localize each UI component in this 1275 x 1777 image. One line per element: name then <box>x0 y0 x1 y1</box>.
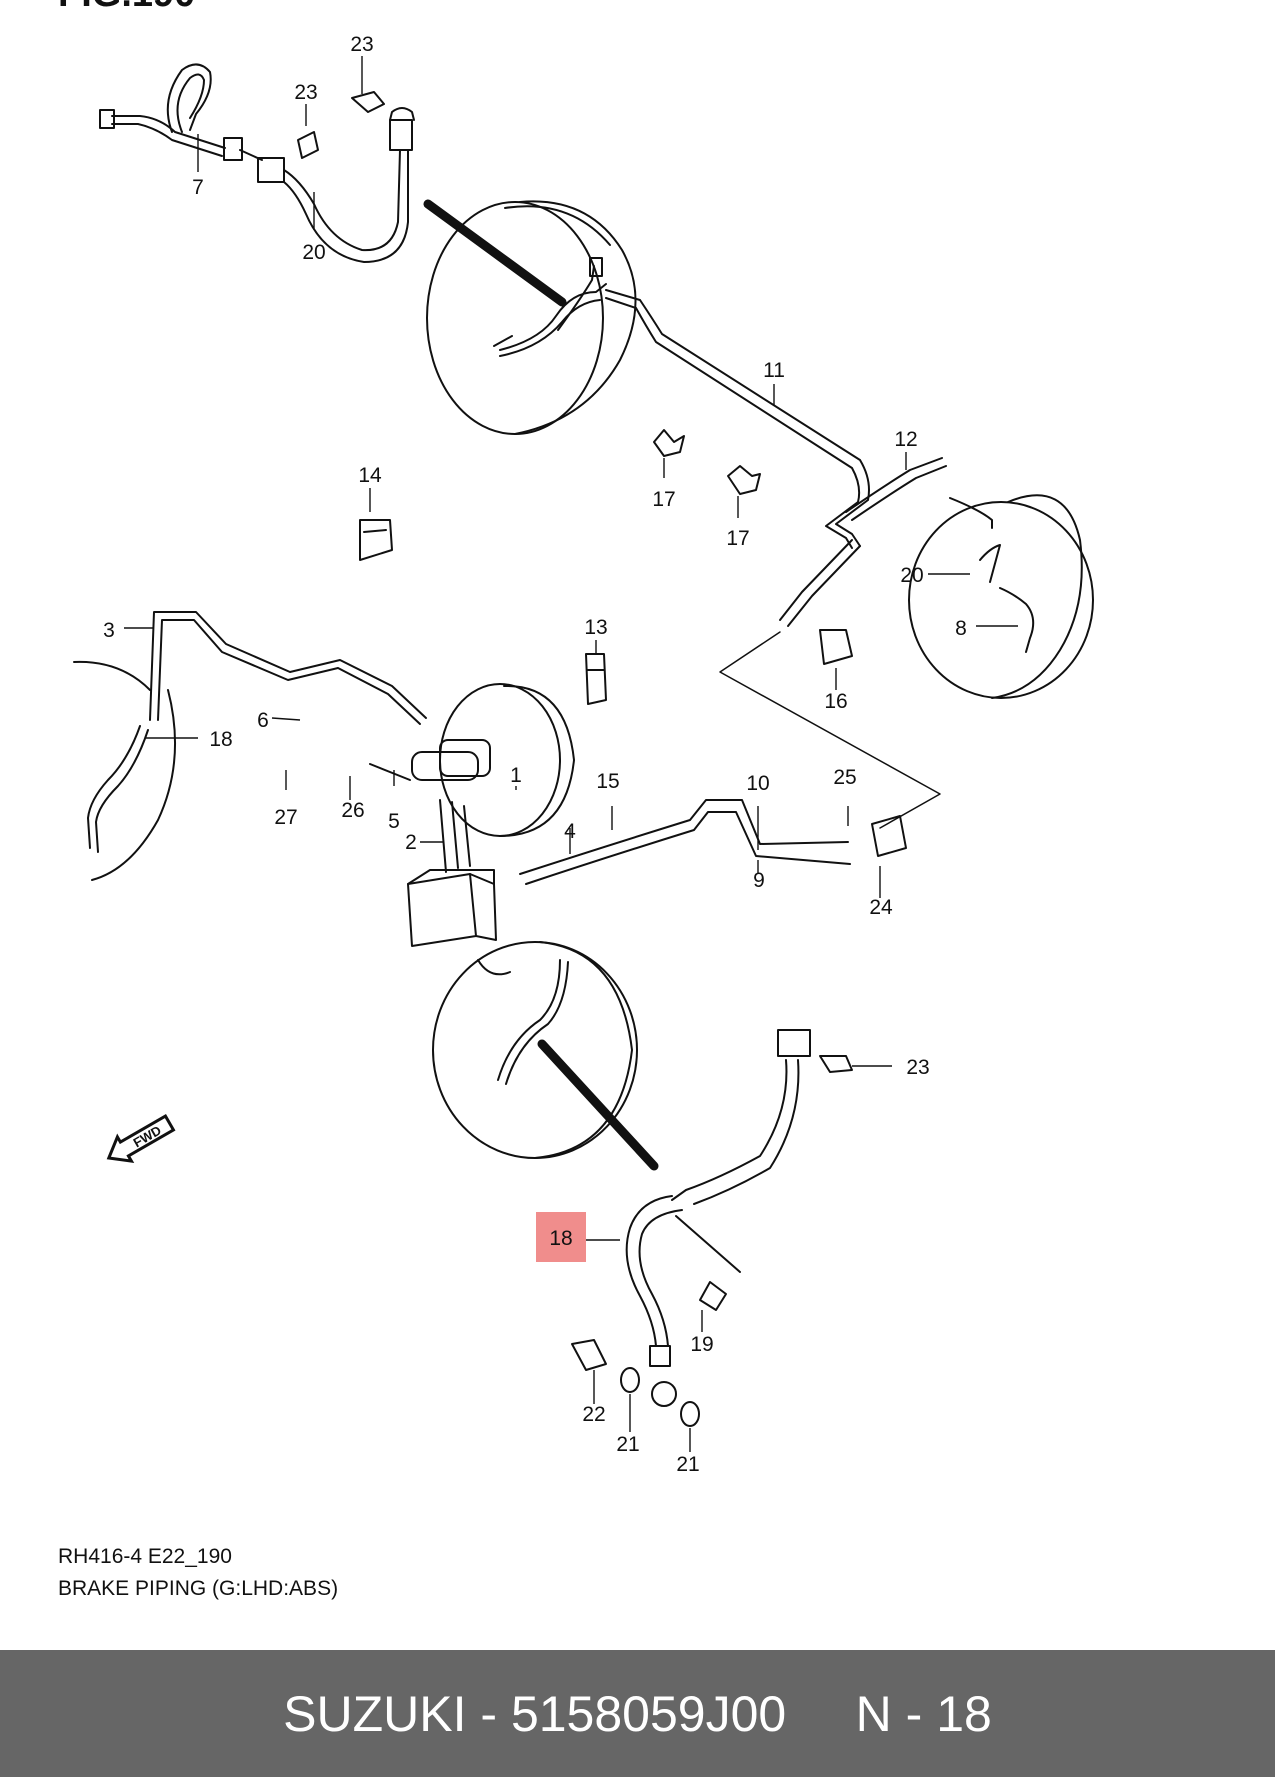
callout-13: 13 <box>584 616 607 639</box>
callout-27: 27 <box>274 806 297 829</box>
valve-24 <box>871 815 907 857</box>
bolt-22 <box>571 1339 607 1371</box>
callout-23: 23 <box>906 1056 929 1079</box>
callout-4: 4 <box>564 820 576 843</box>
washer-21a <box>620 1367 640 1393</box>
bracket-16 <box>819 629 853 665</box>
callout-3: 3 <box>103 619 115 642</box>
brake-piping-diagram: FIG.190 <box>58 0 1094 1476</box>
pipe-10 <box>519 799 849 875</box>
clip-17a <box>653 429 685 457</box>
callout-20: 20 <box>302 241 325 264</box>
callout-6: 6 <box>257 709 269 732</box>
callout-15: 15 <box>596 770 619 793</box>
callout-5: 5 <box>388 810 400 833</box>
rear-right-brake-drum <box>908 494 1094 699</box>
abs-unit <box>407 799 497 947</box>
callout-9: 9 <box>753 869 765 892</box>
callout-20: 20 <box>900 564 923 587</box>
fwd-direction-icon: FWD <box>106 1114 176 1164</box>
part-number-banner: SUZUKI - 5158059J00 N - 18 <box>0 1650 1275 1777</box>
callout-7: 7 <box>192 176 204 199</box>
callout-14: 14 <box>358 464 382 487</box>
callout-24: 24 <box>869 896 893 919</box>
callout-11: 11 <box>763 359 785 382</box>
clip-23 <box>819 1055 853 1073</box>
callout-19: 19 <box>690 1333 713 1356</box>
brake-booster <box>369 683 575 837</box>
callout-18-highlighted: 18 <box>549 1227 572 1250</box>
callout-12: 12 <box>894 428 917 451</box>
clip-17b <box>727 465 761 495</box>
rear-left-brake-drum <box>426 200 637 435</box>
callout-22: 22 <box>582 1403 605 1426</box>
brake-hose-18 <box>625 1029 811 1407</box>
rear-brake-pipe <box>605 289 947 627</box>
washer-21b <box>680 1401 700 1427</box>
callout-16: 16 <box>824 690 847 713</box>
diagram-code: RH416-4 E22_190 <box>58 1545 232 1568</box>
callout-21: 21 <box>676 1453 699 1476</box>
bracket-14 <box>359 519 393 561</box>
highlight-box <box>536 1212 586 1262</box>
callout-8: 8 <box>955 617 967 640</box>
pipe-9 <box>525 811 851 885</box>
front-left-hub <box>73 660 177 881</box>
callout-17: 17 <box>726 527 749 550</box>
callout-2: 2 <box>405 831 417 854</box>
callout-18: 18 <box>209 728 232 751</box>
callout-25: 25 <box>833 766 856 789</box>
pointer-arrow-top <box>423 199 567 307</box>
front-right-brake-drum <box>432 941 638 1159</box>
pointer-arrow-bottom <box>537 1039 659 1171</box>
callout-23: 23 <box>350 33 373 56</box>
reference-wedge <box>719 631 941 829</box>
bracket-13 <box>585 653 607 705</box>
figure-label: FIG.190 <box>58 0 195 15</box>
callout-10: 10 <box>746 772 769 795</box>
callout-numbers: 23 23 7 20 11 12 17 17 14 20 8 3 13 16 6… <box>103 33 967 1476</box>
top-hose-assembly <box>99 63 415 263</box>
pipe-3 <box>149 611 427 721</box>
callout-1: 1 <box>510 764 522 787</box>
callout-23: 23 <box>294 81 317 104</box>
diagram-title: BRAKE PIPING (G:LHD:ABS) <box>58 1577 339 1600</box>
callout-17: 17 <box>652 488 675 511</box>
leader-lines <box>124 56 1018 1452</box>
callout-21: 21 <box>616 1433 639 1456</box>
callout-26: 26 <box>341 799 364 822</box>
